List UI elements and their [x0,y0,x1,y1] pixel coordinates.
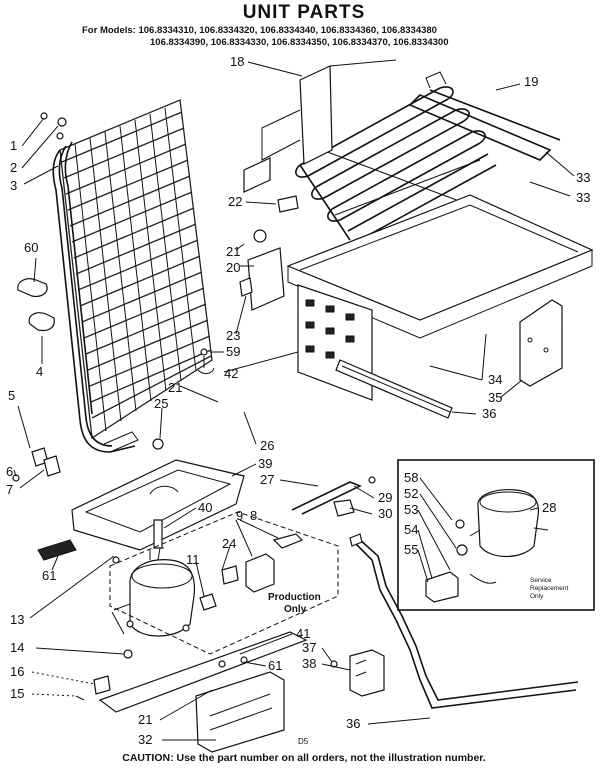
tubing [291,476,579,709]
callout-18: 18 [230,54,244,69]
bracket-18 [243,59,397,193]
callout-39: 39 [258,456,272,471]
callout-15: 15 [10,686,24,701]
models-line-2: 106.8334390, 106.8334330, 106.8334350, 1… [150,37,449,48]
service-note-line2: Replacement [530,585,568,592]
callout-14: 14 [10,640,24,655]
callout-28: 28 [542,500,556,515]
callout-36: 36 [346,716,360,731]
callout-29: 29 [378,490,392,505]
duct-panel [297,284,373,401]
callout-30: 30 [378,506,392,521]
callout-24: 25 [154,396,168,411]
callout-21-b: 21 [168,380,182,395]
service-note-line3: Only [530,593,544,600]
callout-1: 1 [10,138,17,153]
callout-19: 19 [524,74,538,89]
models-line-1: For Models: 106.8334310, 106.8334320, 10… [82,25,437,36]
page-code: D5 [298,737,309,746]
callout-8: 8 [250,508,257,523]
small-parts-left [12,112,67,482]
pad-60 [37,539,77,561]
callout-55: 58 [404,470,418,485]
callout-61: 61 [268,658,282,673]
callout-51: 52 [404,486,418,501]
condenser-coil [52,99,213,453]
callout-labels: 1 2 3 60 4 5 6 7 18 19 33 33 22 21 20 23… [6,54,590,747]
callout-5: 5 [8,388,15,403]
callout-53: 54 [404,522,418,537]
service-inset [397,459,595,611]
drain-trough [335,359,453,419]
callout-33-a: 33 [576,190,590,205]
callout-2: 2 [10,160,17,175]
callout-58: 59 [226,344,240,359]
callout-16: 16 [10,664,24,679]
evaporator-cover [286,194,594,339]
callout-25: 26 [260,438,274,453]
callout-31: 32 [138,732,152,747]
callout-35: 36 [482,406,496,421]
callout-54: 55 [404,542,418,557]
callout-59: 60 [24,240,38,255]
drain-pan [71,438,245,551]
bracket-34 [519,299,563,387]
leader-lines [13,61,575,741]
callout-7: 7 [6,482,13,497]
compressor-base [75,631,308,753]
callout-37: 37 [302,640,316,655]
evaporator-coil [295,71,561,243]
callout-60: 61 [42,568,56,583]
callout-3: 3 [10,178,17,193]
callout-38: 38 [302,656,316,671]
callout-11: 11 [186,552,200,567]
production-note-line2: Only [284,604,307,615]
page-title: UNIT PARTS [242,2,366,23]
callout-22: 22 [228,194,242,209]
callout-21-a: 21 [226,244,240,259]
callout-42: 42 [224,366,238,381]
callout-33-b: 34 [488,372,502,387]
callout-21-c: 21 [138,712,152,727]
callout-26: 27 [260,472,274,487]
production-only-frame [109,511,339,655]
callout-9: 9 [236,508,243,523]
fan-bracket [197,195,299,375]
service-note-line1: Service [530,577,552,584]
callout-32: 33 [576,170,590,185]
callout-52: 53 [404,502,418,517]
start-device [330,649,385,697]
caution-footer: CAUTION: Use the part number on all orde… [122,752,486,764]
callout-20: 20 [226,260,240,275]
callout-27: 24 [222,536,236,551]
callout-4: 4 [36,364,43,379]
callout-23: 23 [226,328,240,343]
callout-13: 13 [10,612,24,627]
callout-41: 41 [296,626,310,641]
callout-34: 35 [488,390,502,405]
production-note-line1: Production [268,592,321,603]
relay-overload [199,533,304,611]
callout-40: 40 [198,500,212,515]
compressor [111,547,196,637]
callout-6: 6 [6,464,13,479]
